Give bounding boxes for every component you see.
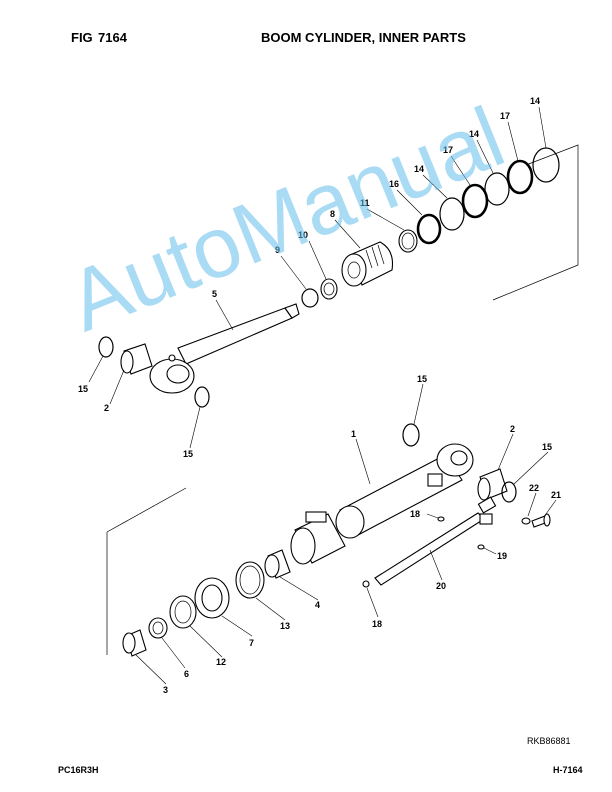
part-14-ring-low	[439, 197, 465, 231]
callout-15: 15	[78, 384, 88, 394]
callout-14: 14	[469, 129, 479, 139]
callout-4: 4	[315, 600, 320, 610]
part-9-ring	[301, 288, 319, 308]
model-code: PC16R3H	[58, 765, 99, 775]
callout-18: 18	[372, 619, 382, 629]
callout-15: 15	[417, 374, 427, 384]
callout-22: 22	[529, 483, 539, 493]
part-5-piston-rod	[149, 303, 300, 394]
callout-15: 15	[542, 442, 552, 452]
part-19-oring	[477, 544, 485, 550]
callout-14: 14	[414, 164, 424, 174]
cylinder-head	[290, 511, 346, 565]
part-14-ring-top	[532, 147, 560, 183]
callout-3: 3	[163, 685, 168, 695]
callout-16: 16	[389, 179, 399, 189]
part-17-ring-upper	[506, 159, 534, 195]
part-6-ring	[148, 617, 168, 639]
part-22-washer	[521, 517, 531, 525]
callout-6: 6	[184, 669, 189, 679]
part-2-bushing-upper	[120, 343, 153, 375]
callout-10: 10	[298, 230, 308, 240]
callout-19: 19	[497, 551, 507, 561]
page-number: H-7164	[553, 765, 583, 775]
callout-7: 7	[249, 638, 254, 648]
figure-label: FIG	[71, 30, 93, 45]
part-1-cylinder-tube	[335, 443, 474, 539]
part-4-bushing	[264, 549, 291, 579]
lower-frame-top-line	[106, 487, 187, 533]
part-15-seal-right-top	[402, 423, 420, 447]
callout-18: 18	[410, 509, 420, 519]
part-14-ring-mid	[484, 172, 510, 206]
part-15-seal-upper-mid	[194, 386, 210, 408]
part-18-oring-a	[437, 516, 445, 522]
part-10-ring	[320, 278, 338, 300]
callout-17: 17	[500, 111, 510, 121]
part-17-ring-lower	[461, 183, 489, 219]
callout-2: 2	[104, 403, 109, 413]
callout-20: 20	[436, 581, 446, 591]
part-7-packing	[194, 577, 230, 619]
part-16-seal	[416, 213, 442, 245]
callout-17: 17	[443, 145, 453, 155]
callout-9: 9	[275, 245, 280, 255]
part-12-seal	[169, 595, 197, 629]
callout-1: 1	[351, 429, 356, 439]
callout-5: 5	[212, 289, 217, 299]
part-13-ring	[235, 561, 265, 599]
callout-13: 13	[280, 621, 290, 631]
figure-number: 7164	[98, 30, 127, 45]
leader-lines	[88, 106, 557, 685]
callout-8: 8	[330, 209, 335, 219]
callout-11: 11	[360, 198, 370, 208]
part-15-seal-upper-left	[98, 336, 114, 358]
part-2-bushing-right	[477, 468, 508, 501]
part-3-bushing	[122, 629, 147, 657]
callout-15: 15	[183, 449, 193, 459]
reference-code: RKB86881	[527, 736, 571, 746]
page-title: BOOM CYLINDER, INNER PARTS	[261, 30, 466, 45]
callout-21: 21	[551, 490, 561, 500]
part-18-oring-b	[362, 580, 370, 588]
part-15-seal-right	[501, 481, 517, 503]
upper-frame-line	[492, 144, 579, 301]
callout-12: 12	[216, 657, 226, 667]
callout-14: 14	[530, 96, 540, 106]
part-8-piston	[341, 241, 394, 287]
part-20-pipe	[374, 512, 485, 586]
callout-2: 2	[510, 424, 515, 434]
